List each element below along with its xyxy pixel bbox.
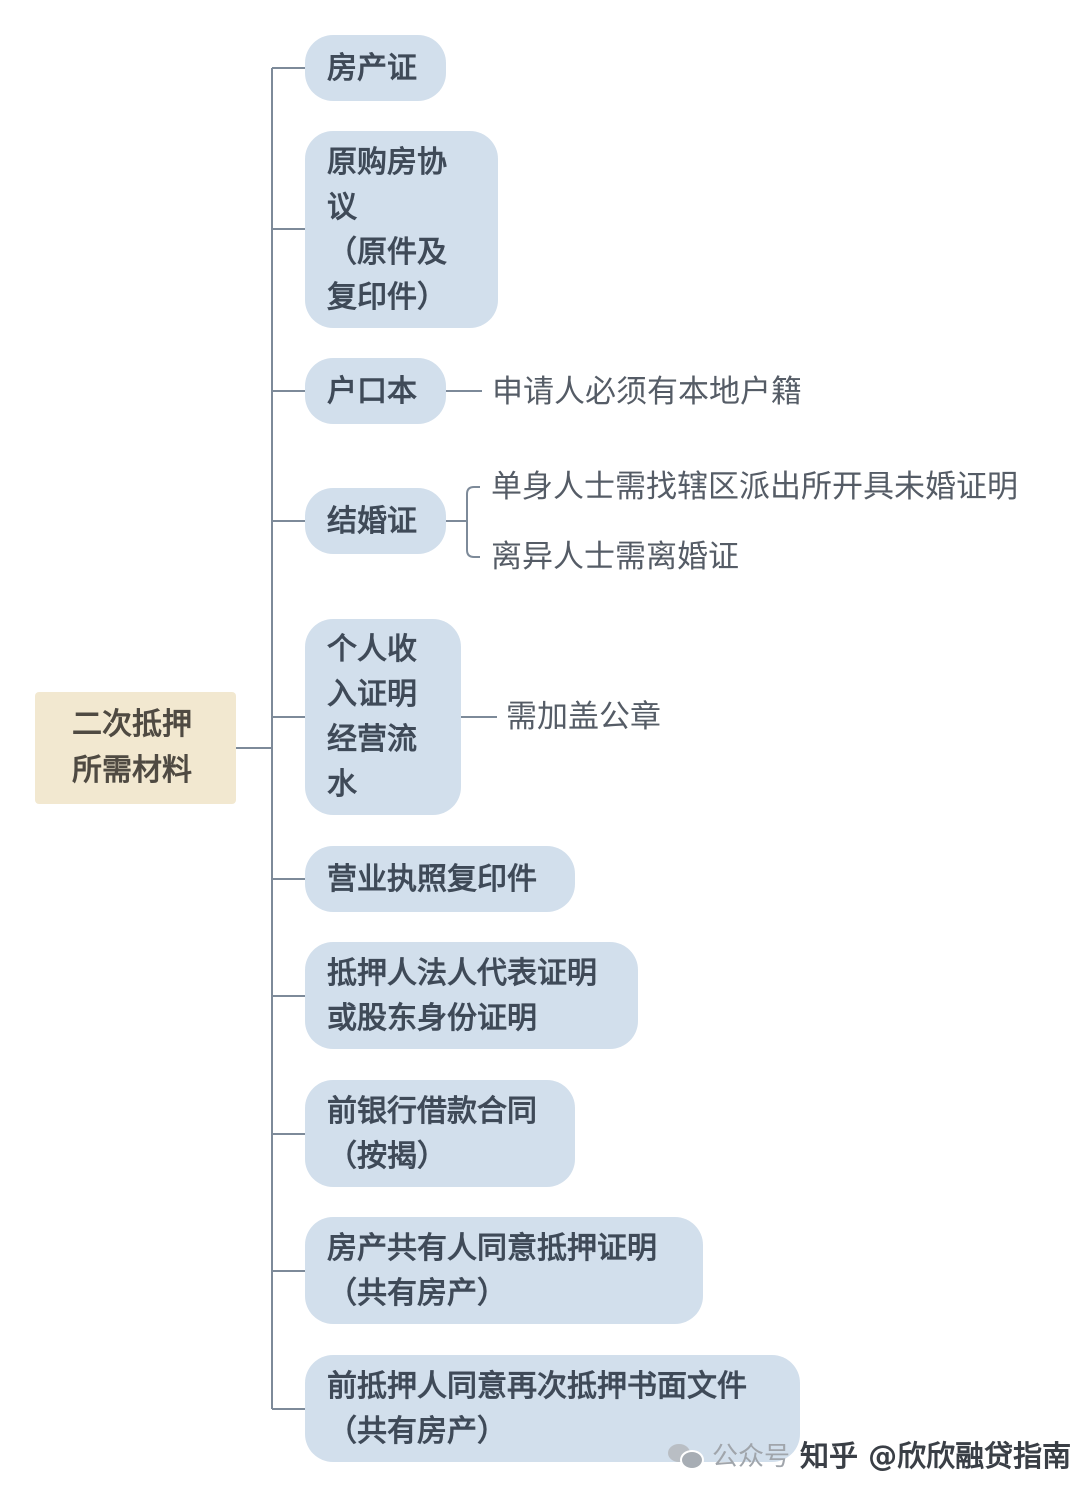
node-previous-loan-contract: 前银行借款合同 （按揭） — [305, 1080, 575, 1187]
node-label: 议 — [327, 189, 357, 225]
node-label: 房产证 — [327, 50, 417, 86]
node-label: 房产共有人同意抵押证明 — [327, 1230, 657, 1266]
root-node: 二次抵押 所需材料 — [35, 692, 236, 804]
node-label: （按揭） — [327, 1138, 447, 1174]
node-label: 前银行借款合同 — [327, 1093, 537, 1129]
node-legal-representative-proof: 抵押人法人代表证明 或股东身份证明 — [305, 942, 638, 1049]
node-label: 前抵押人同意再次抵押书面文件 — [327, 1368, 747, 1404]
note-single-certificate: 单身人士需找辖区派出所开具未婚证明 — [491, 469, 1018, 505]
node-label: 抵押人法人代表证明 — [327, 955, 597, 991]
node-property-certificate: 房产证 — [305, 35, 446, 101]
node-marriage-certificate: 结婚证 — [305, 488, 446, 554]
node-purchase-agreement: 原购房协 议 （原件及 复印件） — [305, 131, 498, 328]
watermark-gzh: 公众号 — [712, 1441, 791, 1472]
node-co-owner-consent: 房产共有人同意抵押证明 （共有房产） — [305, 1217, 703, 1324]
node-business-license: 营业执照复印件 — [305, 846, 575, 912]
watermark: 公众号 知乎 @欣欣融贷指南 — [668, 1430, 1071, 1478]
node-label: 结婚证 — [327, 503, 417, 539]
node-label: 入证明 — [327, 677, 417, 712]
node-label: 户口本 — [327, 373, 417, 409]
node-label: 个人收 — [327, 632, 417, 667]
node-label: 原购房协 — [327, 144, 447, 180]
node-label: 营业执照复印件 — [327, 861, 537, 897]
node-previous-mortgagee-consent: 前抵押人同意再次抵押书面文件 （共有房产） — [305, 1355, 800, 1462]
note-official-seal: 需加盖公章 — [506, 699, 661, 735]
note-local-household: 申请人必须有本地户籍 — [492, 374, 802, 410]
note-divorce-certificate: 离异人士需离婚证 — [491, 539, 739, 575]
node-label: 复印件） — [327, 279, 447, 315]
root-title-line2: 所需材料 — [72, 753, 192, 788]
node-label: 水 — [327, 767, 357, 802]
node-household-register: 户口本 — [305, 358, 446, 424]
node-label: （共有房产） — [327, 1413, 507, 1449]
node-label: 经营流 — [327, 722, 417, 757]
node-label: 或股东身份证明 — [327, 1000, 537, 1036]
wechat-icon — [668, 1440, 704, 1470]
node-income-proof: 个人收 入证明 经营流 水 — [305, 619, 461, 815]
watermark-zhihu: 知乎 @欣欣融贷指南 — [800, 1439, 1072, 1473]
node-label: （共有房产） — [327, 1275, 507, 1311]
node-label: （原件及 — [327, 234, 447, 270]
root-title-line1: 二次抵押 — [72, 707, 192, 742]
